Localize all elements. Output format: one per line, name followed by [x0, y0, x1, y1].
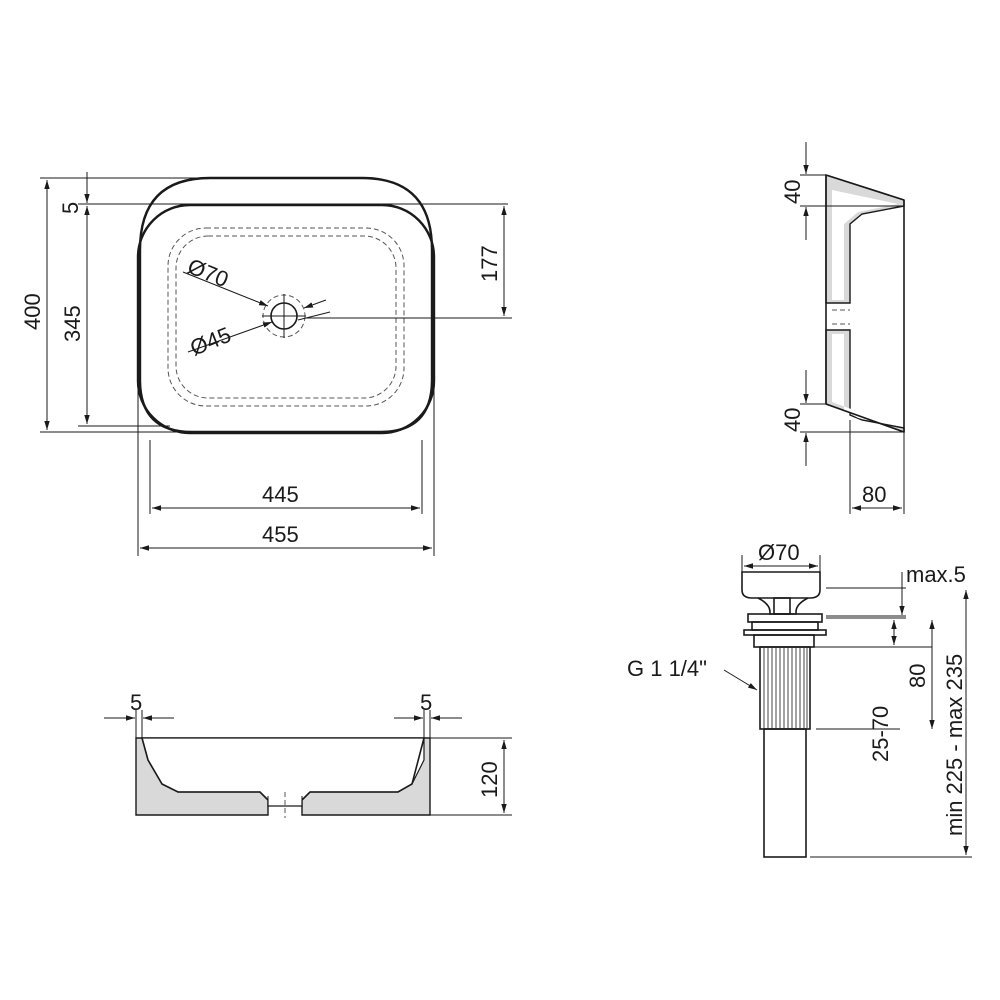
- side-depth-label: 80: [862, 482, 886, 507]
- cap-gap-label: max.5: [906, 562, 966, 587]
- section-height-label: 120: [477, 761, 502, 798]
- rim-right-label: 5: [420, 690, 432, 715]
- basin-bowl-line-2: [175, 235, 397, 399]
- side-bottom-height-label: 40: [780, 408, 805, 432]
- thread-size-label: G 1 1/4": [627, 656, 707, 681]
- thread-length-label: 80: [905, 664, 930, 688]
- front-section-view: 5 5 120: [104, 690, 512, 818]
- drain-offset-label: 177: [477, 245, 502, 282]
- width-outer-label: 455: [262, 522, 299, 547]
- drain-inner-diameter-label: Ø45: [187, 322, 235, 361]
- basin-bowl-line: [167, 227, 405, 407]
- basin-outer-outline: [138, 176, 434, 434]
- total-length-label: min 225 - max 235: [942, 654, 967, 836]
- drain-outer-diameter-label: Ø70: [184, 253, 232, 292]
- height-outer-label: 400: [20, 293, 45, 330]
- height-inner-label: 345: [60, 305, 85, 342]
- width-inner-label: 445: [262, 482, 299, 507]
- side-view: 40 40 80: [780, 142, 905, 514]
- side-top-height-label: 40: [780, 180, 805, 204]
- drain-detail: Ø70 max.5 80 25-70 min 225 - max 235 G 1…: [627, 540, 972, 858]
- rim-left-label: 5: [130, 690, 142, 715]
- adjust-range-label: 25-70: [868, 706, 893, 762]
- basin-inner-outline: [136, 203, 436, 435]
- top-view: Ø70 Ø45 400 5 345 177 445 455: [20, 172, 512, 556]
- cap-diameter-label: Ø70: [758, 540, 800, 565]
- rim-label: 5: [58, 202, 83, 214]
- drain-pipe: [763, 728, 807, 858]
- drain-cap: [741, 571, 821, 599]
